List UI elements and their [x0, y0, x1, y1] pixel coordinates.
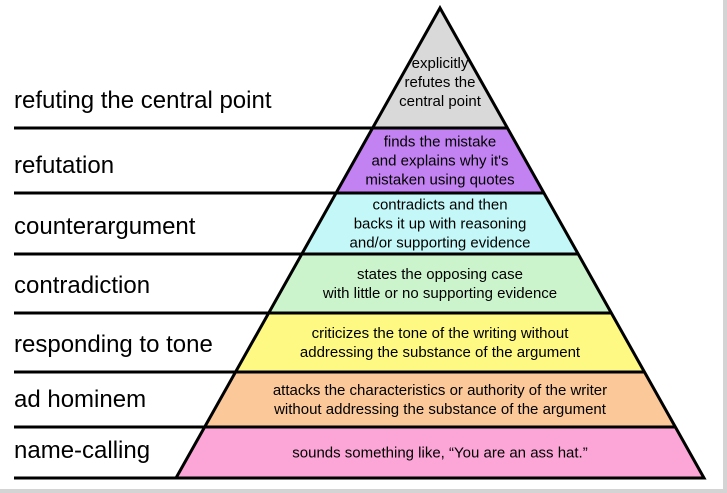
tier-label: refuting the central point: [14, 87, 272, 114]
tier-description-line: refutes the: [405, 74, 476, 91]
tier-description-line: mistaken using quotes: [365, 172, 514, 189]
tier-label: name-calling: [14, 437, 150, 464]
tier-name-calling: sounds something like, “You are an ass h…: [14, 427, 704, 478]
tier-description-line: states the opposing case: [357, 266, 523, 283]
tier-counterargument: contradicts and then backs it up with rea…: [14, 193, 579, 254]
tier-band: [372, 8, 508, 128]
tier-label: responding to tone: [14, 331, 213, 358]
tier-responding-to-tone: criticizes the tone of the writing witho…: [14, 313, 645, 372]
tier-description-line: and explains why it's: [371, 153, 508, 170]
tier-description-line: explicitly: [412, 55, 469, 72]
tier-description-line: with little or no supporting evidence: [322, 285, 557, 302]
tier-description-line: sounds something like, “You are an ass h…: [292, 445, 587, 462]
tier-description-line: backs it up with reasoning: [354, 216, 527, 233]
tier-description: sounds something like, “You are an ass h…: [292, 445, 587, 462]
tier-description: finds the mistake and explains why it's mi…: [365, 134, 514, 189]
tier-label: contradiction: [14, 272, 150, 299]
tier-description-line: addressing the substance of the argument: [300, 344, 581, 361]
tier-description-line: finds the mistake: [384, 134, 497, 151]
tier-contradiction: states the opposing case with little or n…: [14, 254, 612, 313]
tier-description: criticizes the tone of the writing witho…: [300, 325, 581, 361]
tier-band: [301, 193, 579, 254]
tier-description: contradicts and then backs it up with rea…: [350, 197, 531, 252]
tier-description-line: without addressing the substance of the …: [273, 401, 607, 418]
tier-description-line: attacks the characteristics or authority…: [273, 382, 607, 399]
tier-description-line: contradicts and then: [372, 197, 507, 214]
tier-label: counterargument: [14, 213, 196, 240]
tier-band: [336, 128, 544, 193]
tier-label: ad hominem: [14, 386, 146, 413]
tier-ad-hominem: attacks the characteristics or authority…: [14, 372, 676, 427]
tier-description-line: and/or supporting evidence: [350, 235, 531, 252]
tier-band: [235, 313, 645, 372]
tier-description-line: central point: [399, 93, 482, 110]
tier-band: [176, 427, 704, 478]
tier-description: states the opposing case with little or n…: [322, 266, 557, 302]
tier-description-line: criticizes the tone of the writing witho…: [312, 325, 570, 342]
tier-description: attacks the characteristics or authority…: [273, 382, 607, 418]
tier-band: [204, 372, 676, 427]
tier-band: [268, 254, 612, 313]
tier-description: explicitly refutes the central point: [399, 55, 482, 110]
tier-label: refutation: [14, 152, 114, 179]
tier-refutation: finds the mistake and explains why it's mi…: [14, 128, 544, 193]
tier-refuting-the-central-point: explicitly refutes the central point refuti…: [14, 8, 508, 128]
